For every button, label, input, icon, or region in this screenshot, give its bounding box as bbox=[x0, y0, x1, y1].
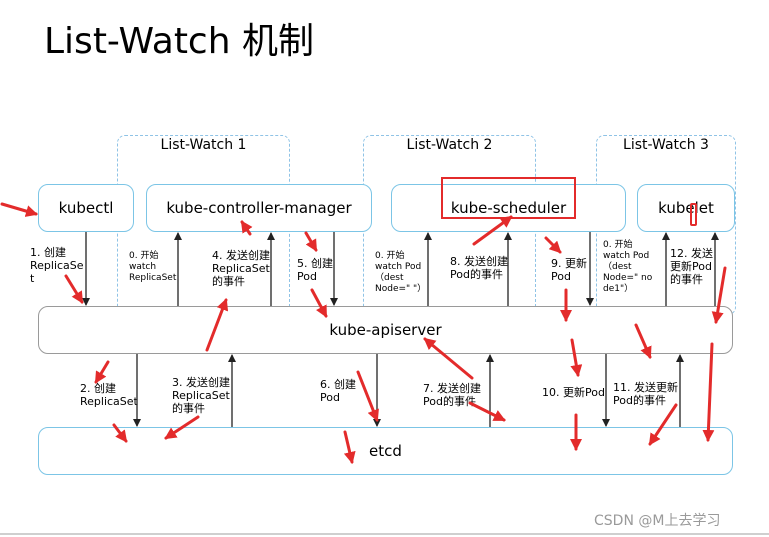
apiserver-bar: kube-apiserver bbox=[38, 306, 733, 354]
watermark: CSDN @M上去学习 bbox=[594, 513, 721, 529]
step-2-label: 2. 创建 ReplicaSet bbox=[80, 382, 138, 408]
step-6-label: 6. 创建 Pod bbox=[320, 378, 356, 404]
step-12-label: 12. 发送 更新Pod 的事件 bbox=[670, 247, 713, 286]
group-label-2: List-Watch 2 bbox=[406, 137, 493, 153]
black-connectors-upper bbox=[82, 232, 719, 306]
step-7-label: 7. 发送创建 Pod的事件 bbox=[423, 382, 481, 408]
step-1-label: 1. 创建 ReplicaSe t bbox=[30, 246, 84, 285]
black-connectors-lower bbox=[133, 354, 684, 427]
step-8-label: 8. 发送创建 Pod的事件 bbox=[450, 255, 508, 281]
kubelet-box: kubelet bbox=[637, 184, 735, 232]
controller-manager-box: kube-controller-manager bbox=[146, 184, 372, 232]
step-0b-label: 0. 开始 watch Pod （dest Node=" "） bbox=[375, 251, 427, 294]
step-4-label: 4. 发送创建 ReplicaSet 的事件 bbox=[212, 249, 270, 288]
kubectl-box: kubectl bbox=[38, 184, 134, 232]
kubectl-label: kubectl bbox=[58, 199, 114, 217]
page-title: List-Watch 机制 bbox=[44, 21, 314, 62]
etcd-bar: etcd bbox=[38, 427, 733, 475]
step-9-label: 9. 更新 Pod bbox=[551, 257, 587, 283]
group-label-3: List-Watch 3 bbox=[623, 137, 709, 153]
kubelet-highlight bbox=[690, 203, 697, 226]
controller-manager-label: kube-controller-manager bbox=[166, 199, 352, 217]
kubelet-label: kubelet bbox=[658, 199, 714, 217]
step-0c-label: 0. 开始 watch Pod （dest Node=" no de1"） bbox=[603, 240, 653, 294]
step-11-label: 11. 发送更新 Pod的事件 bbox=[613, 381, 678, 407]
step-10-label: 10. 更新Pod bbox=[542, 386, 605, 399]
etcd-label: etcd bbox=[369, 442, 402, 460]
step-0a-label: 0. 开始 watch ReplicaSet bbox=[129, 251, 177, 283]
scheduler-box: kube-scheduler bbox=[391, 184, 626, 232]
scheduler-label: kube-scheduler bbox=[450, 199, 567, 217]
group-label-1: List-Watch 1 bbox=[160, 137, 247, 153]
apiserver-label: kube-apiserver bbox=[329, 321, 442, 339]
step-5-label: 5. 创建 Pod bbox=[297, 257, 333, 283]
step-3-label: 3. 发送创建 ReplicaSet 的事件 bbox=[172, 376, 230, 415]
red-annotation-arrows bbox=[0, 202, 727, 464]
